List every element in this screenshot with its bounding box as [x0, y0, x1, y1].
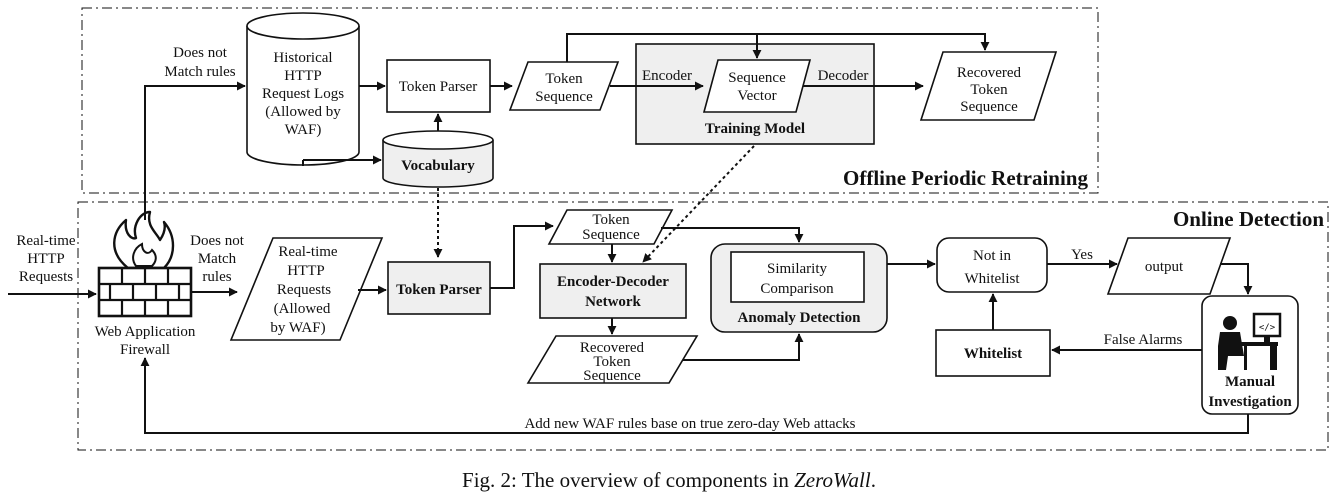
- svg-text:Whitelist: Whitelist: [964, 346, 1022, 362]
- offline-token-parser: Token Parser: [386, 59, 491, 113]
- svg-text:Request Logs: Request Logs: [262, 86, 344, 102]
- online-recovered-sequence: Recovered Token Sequence: [526, 335, 699, 384]
- feedback-label: Add new WAF rules base on true zero-day …: [524, 416, 855, 432]
- svg-text:Does not: Does not: [190, 233, 245, 249]
- svg-text:HTTP: HTTP: [27, 251, 65, 267]
- anomaly-detection-group: Similarity Comparison Anomaly Detection: [710, 243, 888, 333]
- svg-text:Recovered: Recovered: [957, 65, 1022, 81]
- svg-text:Match: Match: [198, 251, 237, 267]
- svg-text:(Allowed by: (Allowed by: [265, 104, 341, 120]
- svg-text:HTTP: HTTP: [287, 263, 325, 279]
- svg-text:Does not: Does not: [173, 45, 228, 61]
- online-token-parser: Token Parser: [387, 261, 491, 315]
- encoder-decoder-network: Encoder-Decoder Network: [539, 263, 687, 319]
- svg-text:Network: Network: [585, 294, 641, 310]
- vocabulary-store: Vocabulary: [382, 130, 494, 188]
- svg-text:Match rules: Match rules: [164, 64, 235, 80]
- historical-logs-store: Historical HTTP Request Logs (Allowed by…: [246, 12, 360, 166]
- online-http-requests: Real-time HTTP Requests (Allowed by WAF): [229, 237, 384, 341]
- svg-text:Token: Token: [592, 212, 630, 228]
- svg-text:Token: Token: [545, 71, 583, 87]
- svg-text:Token Parser: Token Parser: [399, 79, 478, 95]
- analyst-icon: </>: [1218, 312, 1282, 370]
- svg-text:Investigation: Investigation: [1208, 394, 1292, 410]
- svg-text:rules: rules: [202, 269, 231, 285]
- svg-text:Anomaly Detection: Anomaly Detection: [738, 310, 862, 326]
- svg-text:Token: Token: [970, 82, 1008, 98]
- svg-text:output: output: [1145, 259, 1184, 275]
- svg-text:Training Model: Training Model: [705, 121, 805, 137]
- svg-text:Sequence: Sequence: [728, 70, 786, 86]
- online-region: [77, 201, 1329, 451]
- svg-text:Manual: Manual: [1225, 374, 1275, 390]
- waf-label: Web Application Firewall: [95, 324, 196, 358]
- svg-text:Encoder-Decoder: Encoder-Decoder: [557, 274, 669, 290]
- not-in-whitelist-check: Not in Whitelist: [936, 237, 1048, 293]
- svg-text:Comparison: Comparison: [760, 281, 834, 297]
- yes-label: Yes: [1071, 247, 1093, 263]
- offline-recovered-sequence: Recovered Token Sequence: [919, 51, 1058, 121]
- svg-text:Recovered: Recovered: [580, 340, 645, 356]
- firewall-icon: [97, 210, 193, 318]
- offline-does-not-match-label: Does not Match rules: [164, 45, 235, 80]
- input-label: Real-time HTTP Requests: [16, 233, 75, 285]
- svg-text:Token Parser: Token Parser: [396, 282, 482, 298]
- svg-text:Similarity: Similarity: [767, 261, 828, 277]
- svg-text:WAF): WAF): [285, 122, 322, 138]
- svg-text:Vocabulary: Vocabulary: [401, 158, 475, 174]
- svg-text:Real-time: Real-time: [278, 244, 337, 260]
- online-does-not-match-label: Does not Match rules: [190, 233, 245, 285]
- svg-text:(Allowed: (Allowed: [274, 301, 331, 317]
- manual-investigation-box: Manual Investigation: [1201, 295, 1299, 415]
- offline-region: [81, 7, 1099, 194]
- svg-text:Web Application: Web Application: [95, 324, 196, 340]
- svg-text:Firewall: Firewall: [120, 342, 170, 358]
- svg-text:Not in: Not in: [973, 248, 1011, 264]
- svg-text:Real-time: Real-time: [16, 233, 75, 249]
- svg-text:Sequence: Sequence: [960, 99, 1018, 115]
- svg-text:Historical: Historical: [273, 50, 332, 66]
- svg-text:Requests: Requests: [19, 269, 73, 285]
- encoder-label: Encoder: [642, 68, 692, 84]
- svg-text:Vector: Vector: [737, 88, 776, 104]
- svg-text:Sequence: Sequence: [583, 368, 641, 384]
- whitelist-box: Whitelist: [935, 329, 1051, 377]
- sequence-vector: Sequence Vector: [702, 59, 812, 113]
- figure-caption: Fig. 2: The overview of components in Ze…: [462, 468, 876, 492]
- svg-text:by WAF): by WAF): [270, 320, 325, 336]
- offline-region-label: Offline Periodic Retraining: [843, 166, 1088, 190]
- svg-text:Whitelist: Whitelist: [965, 271, 1021, 287]
- svg-text:</>: </>: [1259, 323, 1276, 333]
- offline-token-sequence: Token Sequence: [508, 61, 620, 111]
- decoder-label: Decoder: [818, 68, 869, 84]
- output-node: output: [1106, 237, 1232, 295]
- online-region-label: Online Detection: [1173, 207, 1324, 231]
- svg-text:Token: Token: [593, 354, 631, 370]
- false-alarms-label: False Alarms: [1104, 332, 1183, 348]
- svg-text:Requests: Requests: [277, 282, 331, 298]
- svg-text:Sequence: Sequence: [582, 227, 640, 243]
- svg-text:HTTP: HTTP: [284, 68, 322, 84]
- online-token-sequence: Token Sequence: [547, 209, 674, 245]
- svg-text:Sequence: Sequence: [535, 89, 593, 105]
